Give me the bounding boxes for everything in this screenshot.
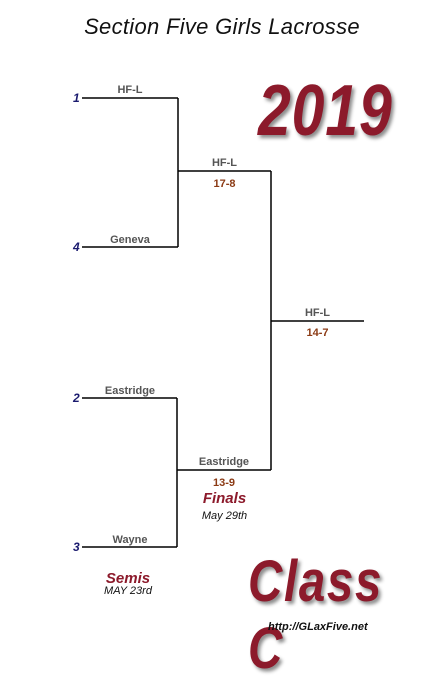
team-r1-third: Eastridge — [104, 385, 156, 397]
year-logo: 2019 — [258, 71, 393, 151]
website-link[interactable]: http://GLaxFive.net — [268, 621, 368, 633]
score-semi-bottom: 13-9 — [212, 477, 236, 489]
score-semi-top: 17-8 — [213, 178, 236, 190]
team-semi-bottom: Eastridge — [198, 456, 250, 468]
team-semi-top: HF-L — [211, 157, 238, 169]
seed-2: 2 — [73, 391, 80, 405]
team-r1-bottom: Wayne — [112, 534, 148, 546]
seed-1: 1 — [73, 91, 80, 105]
team-r1-top: HF-L — [117, 84, 143, 96]
score-final: 14-7 — [306, 327, 329, 339]
finals-date: May 29th — [201, 510, 248, 522]
seed-4: 4 — [73, 240, 80, 254]
finals-label: Finals — [202, 490, 247, 507]
class-label: Class C — [248, 549, 384, 681]
team-champion: HF-L — [304, 307, 331, 319]
seed-3: 3 — [73, 540, 80, 554]
semis-date: MAY 23rd — [104, 585, 152, 597]
page-title: Section Five Girls Lacrosse — [84, 14, 360, 39]
semis-label: Semis — [105, 570, 151, 587]
team-r1-second: Geneva — [110, 234, 150, 246]
